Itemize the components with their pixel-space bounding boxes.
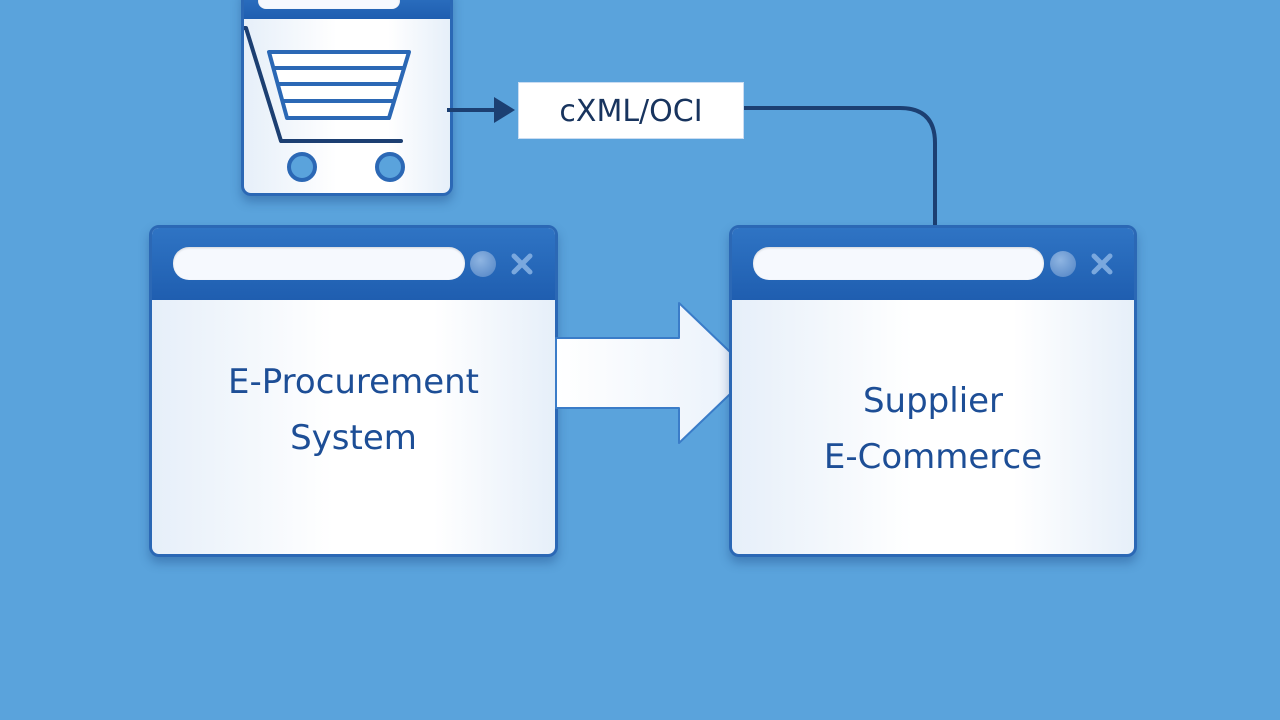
cart-to-tag-arrowhead xyxy=(494,97,515,123)
supplier-label-line1: Supplier xyxy=(862,381,1004,421)
protocol-tag: cXML/OCI xyxy=(518,82,744,139)
eprocurement-label-line1: E-Procurement xyxy=(228,362,479,402)
supplier-window: Supplier E-Commerce xyxy=(729,225,1137,557)
eprocurement-address-bar[interactable] xyxy=(173,247,465,280)
close-icon[interactable] xyxy=(509,251,535,277)
cart-window-address-bar[interactable] xyxy=(258,0,400,9)
eprocurement-label-line2: System xyxy=(290,418,417,458)
supplier-address-bar[interactable] xyxy=(753,247,1044,280)
close-icon[interactable] xyxy=(1089,251,1115,277)
supplier-label-line2: E-Commerce xyxy=(823,437,1043,477)
cart-window xyxy=(241,0,453,196)
eprocurement-window-titlebar xyxy=(152,228,555,300)
tag-to-supplier-line xyxy=(744,106,937,230)
eprocurement-window: E-Procurement System xyxy=(149,225,558,557)
circle-button-icon[interactable] xyxy=(470,251,496,277)
supplier-window-titlebar xyxy=(732,228,1134,300)
circle-button-icon[interactable] xyxy=(1050,251,1076,277)
shopping-cart-icon xyxy=(244,26,411,182)
cart-window-titlebar xyxy=(244,0,450,19)
